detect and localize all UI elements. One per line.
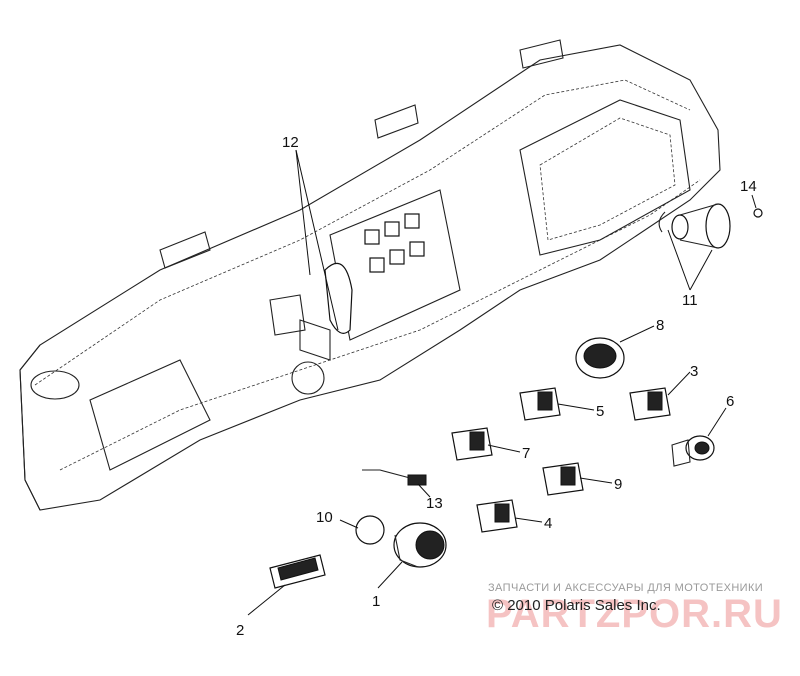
callout-labels: 12 14 11 8 3 5 6 7 9 13 4 10 1 2 [236, 134, 757, 639]
copyright-text: © 2010 Polaris Sales Inc. [492, 597, 661, 614]
switch-panel-2 [269, 554, 326, 589]
switch-3 [629, 387, 671, 421]
callout-13: 13 [426, 495, 443, 512]
harness-13 [362, 469, 427, 486]
callout-5: 5 [596, 403, 604, 420]
callout-14: 14 [740, 178, 757, 195]
callout-3: 3 [690, 363, 698, 380]
o-ring-10 [355, 515, 385, 545]
socket-6 [671, 435, 715, 467]
switch-4 [476, 499, 518, 533]
switch-9 [542, 462, 584, 496]
callout-6: 6 [726, 393, 734, 410]
callout-12: 12 [282, 134, 299, 151]
callout-11: 11 [682, 292, 698, 309]
ignition-switch-1 [393, 522, 447, 568]
callout-7: 7 [522, 445, 530, 462]
callout-2: 2 [236, 622, 244, 639]
dashboard-panel [19, 39, 721, 511]
clip-14 [753, 208, 763, 218]
tube-11 [658, 203, 731, 249]
watermark-caption: ЗАПЧАСТИ И АКСЕССУАРЫ ДЛЯ МОТОТЕХНИКИ [488, 582, 764, 594]
callout-10: 10 [316, 509, 333, 526]
power-outlet-8 [575, 337, 625, 379]
leader-lines [247, 149, 757, 616]
callout-8: 8 [656, 317, 664, 334]
callout-1: 1 [372, 593, 380, 610]
callout-9: 9 [614, 476, 622, 493]
watermark-brand: PARTZPOR.RU [486, 592, 783, 636]
callout-4: 4 [544, 515, 552, 532]
switch-7 [451, 427, 493, 461]
switch-5 [519, 387, 561, 421]
